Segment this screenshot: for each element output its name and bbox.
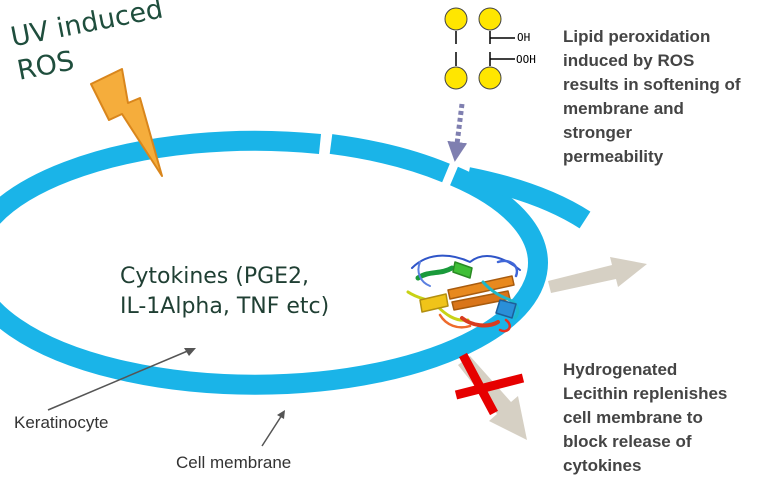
protein-ribbon-icon (406, 254, 521, 333)
oh-label: OH (517, 31, 531, 44)
lipid-peroxidation-note: Lipid peroxidation induced by ROS result… (563, 25, 741, 169)
lipid-note-line: Lipid peroxidation (563, 27, 711, 46)
lipid-node (478, 7, 502, 31)
membrane-arc-right (466, 167, 591, 229)
lipid-node (478, 66, 502, 90)
lipid-note-line: induced by ROS (563, 51, 695, 70)
cell-membrane (0, 130, 591, 395)
membrane-arc-main (0, 130, 548, 395)
cytokines-line-1: Cytokines (PGE2, (120, 264, 310, 289)
lecithin-note-line: Lecithin replenishes (563, 384, 728, 403)
lecithin-note-line: Hydrogenated (563, 360, 678, 379)
keratinocyte-pointer (47, 349, 191, 411)
dotted-arrow (447, 103, 468, 162)
cell-membrane-pointer (261, 414, 283, 447)
keratinocyte-label: Keratinocyte (14, 413, 109, 432)
ooh-label: OOH (516, 53, 536, 66)
lipid-molecule-icon (444, 7, 515, 90)
lecithin-note-line: block release of (563, 432, 692, 451)
lecithin-note-line: cell membrane to (563, 408, 703, 427)
cytokines-label: Cytokines (PGE2, IL-1Alpha, TNF etc) (120, 262, 329, 322)
lightning-bolt-icon (90, 68, 163, 177)
lipid-note-line: membrane and (563, 99, 684, 118)
lipid-note-line: permeability (563, 147, 664, 166)
membrane-arc-top (329, 134, 450, 183)
lipid-note-line: results in softening of (563, 75, 741, 94)
red-x-icon (454, 352, 525, 416)
lecithin-note-line: cytokines (563, 456, 642, 475)
cell-membrane-pointer-head (277, 410, 285, 419)
lipid-note-line: stronger (563, 123, 632, 142)
release-arrow (548, 257, 647, 293)
lipid-node (444, 7, 468, 31)
lecithin-note: Hydrogenated Lecithin replenishes cell m… (563, 358, 727, 478)
keratinocyte-pointer-head (184, 348, 196, 356)
cytokines-line-2: IL-1Alpha, TNF etc) (120, 294, 330, 319)
lipid-node (444, 66, 468, 90)
cell-membrane-label: Cell membrane (176, 453, 292, 472)
